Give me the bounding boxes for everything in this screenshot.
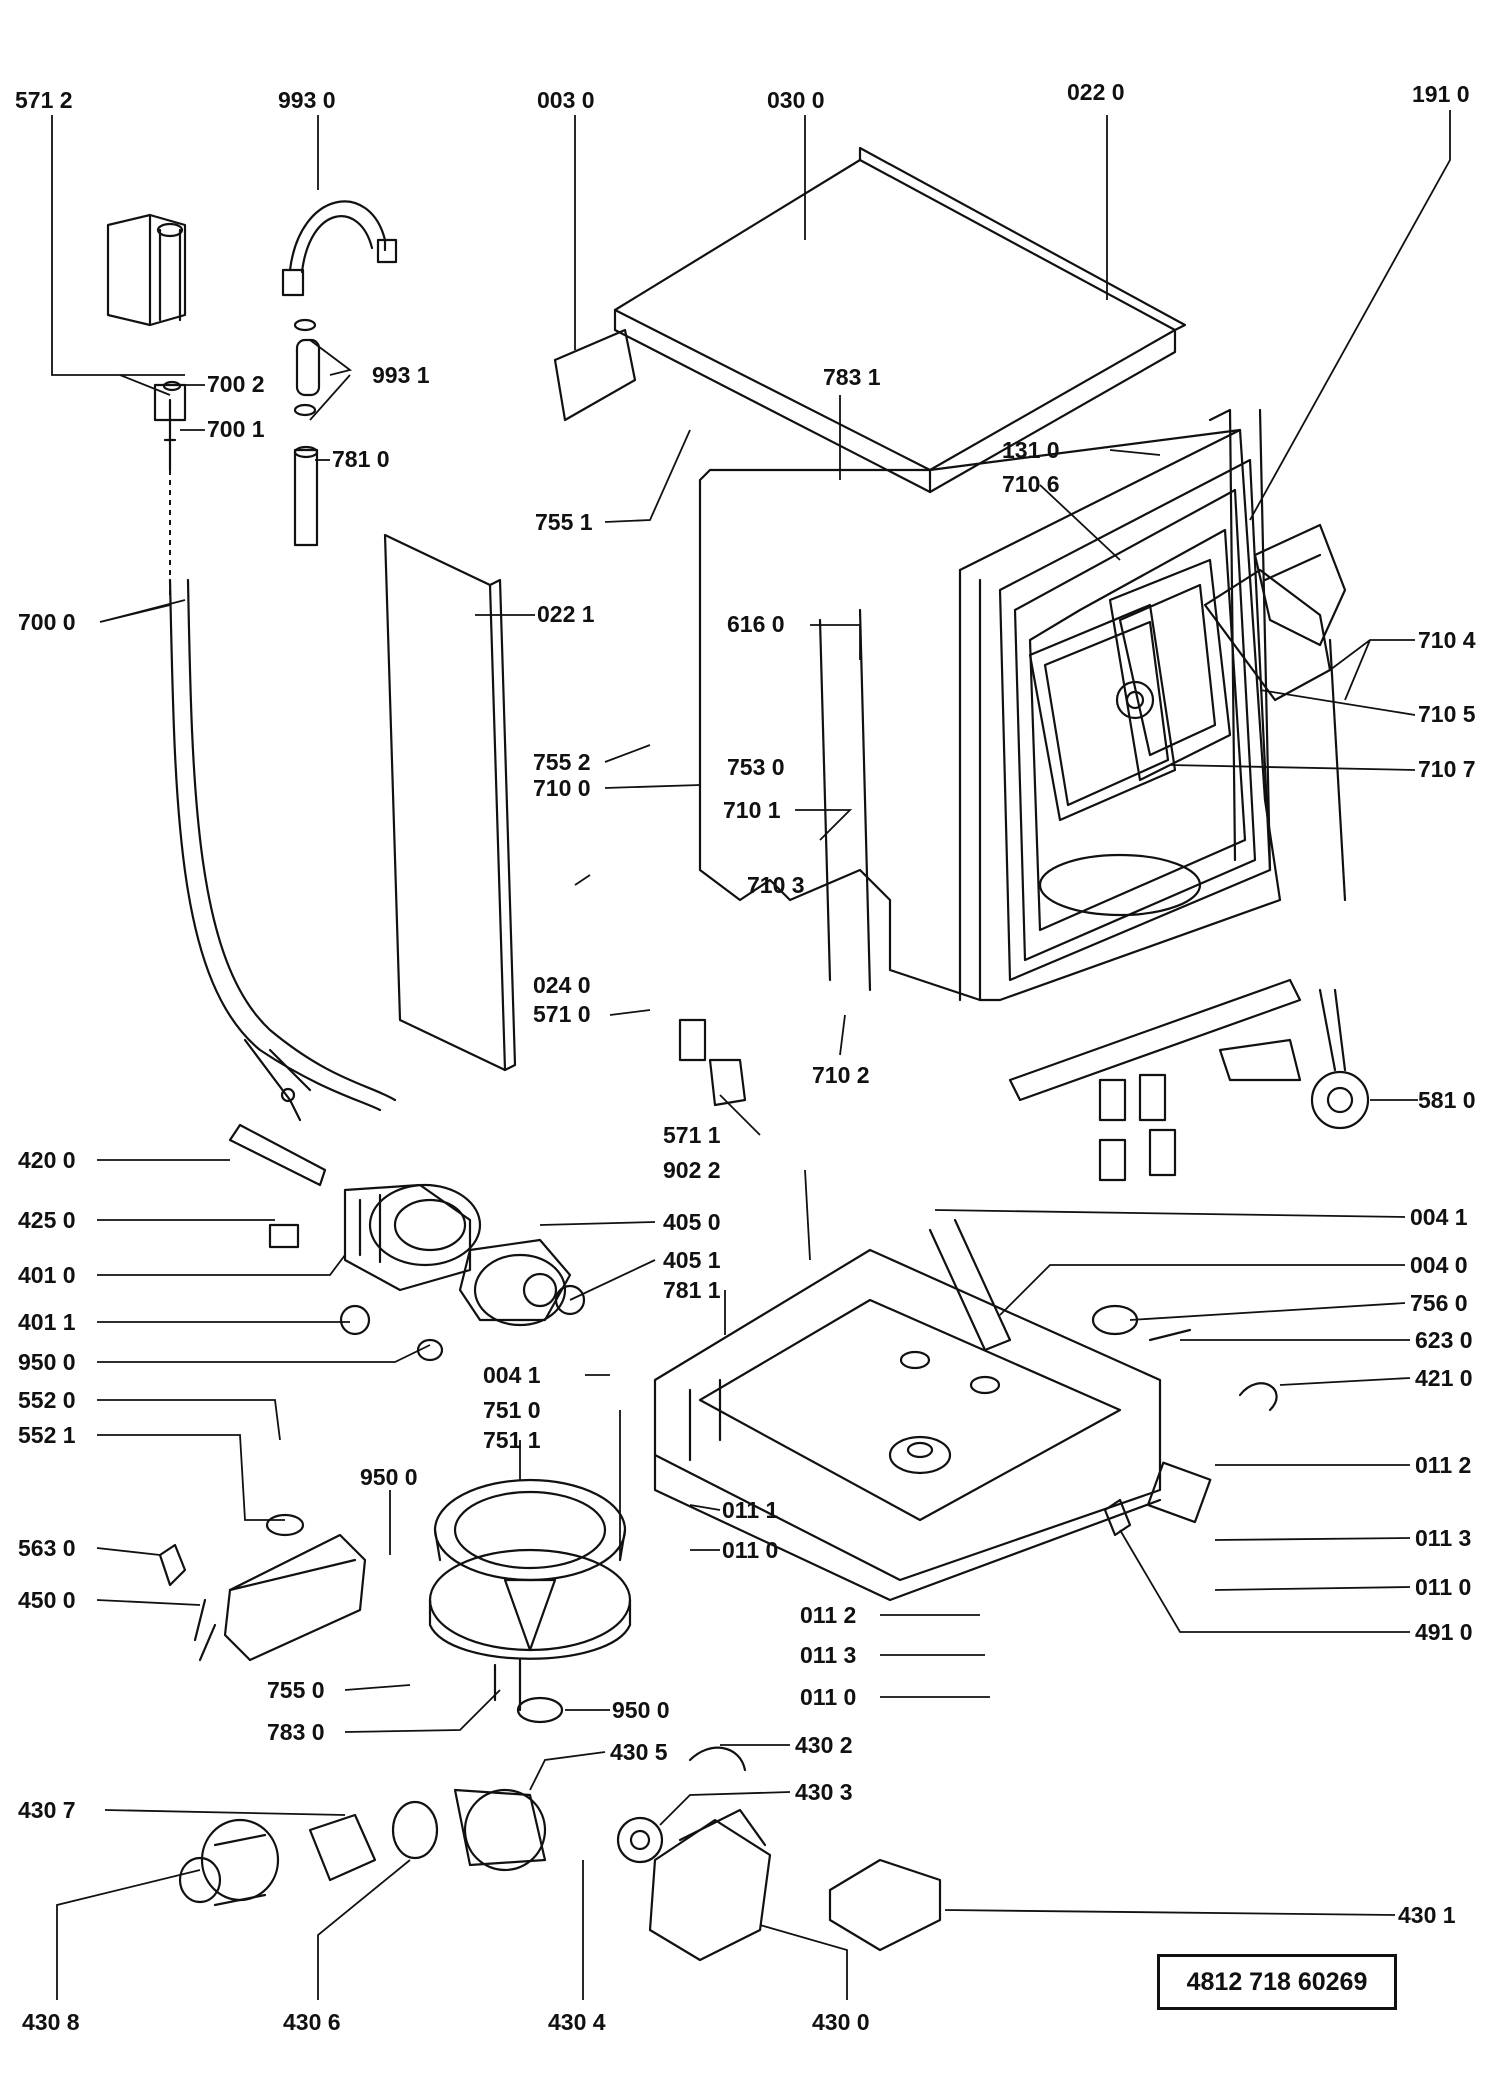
drain-housing-drawing <box>178 1788 547 1907</box>
part-label: 755 0 <box>267 1677 325 1703</box>
worktop-drawing <box>613 146 1187 494</box>
part-label: 011 0 <box>722 1537 778 1563</box>
part-label: 401 0 <box>18 1262 76 1288</box>
part-label: 993 1 <box>372 362 430 388</box>
pump-cover-drawing <box>828 1858 942 1952</box>
part-label: 756 0 <box>1410 1290 1468 1316</box>
part-label: 710 5 <box>1418 701 1476 727</box>
cabinet-drawing <box>698 408 1347 1002</box>
part-drawings <box>106 146 1370 1962</box>
dispenser-drawing <box>1203 523 1347 702</box>
part-label: 491 0 <box>1415 1619 1473 1645</box>
part-label: 003 0 <box>537 87 595 113</box>
part-label: 700 0 <box>18 609 76 635</box>
part-label: 950 0 <box>360 1464 418 1490</box>
part-label: 004 1 <box>1410 1204 1468 1230</box>
part-label: 700 1 <box>207 416 265 442</box>
part-label: 552 0 <box>18 1387 76 1413</box>
part-label: 024 0 <box>533 972 591 998</box>
drain-pump-drawing <box>616 1746 772 1962</box>
side-panel-drawing <box>383 533 517 1072</box>
base-tray-drawing <box>653 1218 1162 1602</box>
part-label: 011 3 <box>1415 1525 1471 1551</box>
part-labels: 571 2 993 0 003 0 030 0 022 0 191 0 700 … <box>15 79 1476 2035</box>
part-label: 700 2 <box>207 371 265 397</box>
part-label: 755 2 <box>533 749 591 775</box>
part-label: 950 0 <box>612 1697 670 1723</box>
part-label: 710 2 <box>812 1062 870 1088</box>
part-label: 011 1 <box>722 1497 778 1523</box>
filter-sump-drawing <box>428 1478 632 1724</box>
part-label: 710 7 <box>1418 756 1476 782</box>
part-label: 421 0 <box>1415 1365 1473 1391</box>
part-label: 430 7 <box>18 1797 76 1823</box>
part-label: 902 2 <box>663 1157 721 1183</box>
part-label: 004 0 <box>1410 1252 1468 1278</box>
drain-hose-drawing <box>281 200 398 547</box>
part-label: 022 1 <box>537 601 595 627</box>
part-label: 430 1 <box>1398 1902 1456 1928</box>
part-label: 571 2 <box>15 87 73 113</box>
part-label: 563 0 <box>18 1535 76 1561</box>
part-label: 751 1 <box>483 1427 541 1453</box>
part-label: 950 0 <box>18 1349 76 1375</box>
part-label: 783 1 <box>823 364 881 390</box>
part-label: 131 0 <box>1002 437 1060 463</box>
part-label: 993 0 <box>278 87 336 113</box>
part-label: 430 6 <box>283 2009 341 2035</box>
part-label: 623 0 <box>1415 1327 1473 1353</box>
part-label: 191 0 <box>1412 81 1470 107</box>
pump-motor-drawing <box>343 1183 586 1362</box>
part-label: 781 1 <box>663 1277 721 1303</box>
part-label: 011 2 <box>1415 1452 1471 1478</box>
part-label: 571 0 <box>533 1001 591 1027</box>
part-label: 581 0 <box>1418 1087 1476 1113</box>
part-label: 755 1 <box>535 509 593 535</box>
part-label: 004 1 <box>483 1362 541 1388</box>
inlet-hose-drawing <box>168 470 397 1122</box>
part-label: 401 1 <box>18 1309 76 1335</box>
part-label: 710 4 <box>1418 627 1476 653</box>
part-label: 751 0 <box>483 1397 541 1423</box>
part-label: 022 0 <box>1067 79 1125 105</box>
part-label: 420 0 <box>18 1147 76 1173</box>
hinge-bracket-drawing <box>553 328 637 422</box>
part-label: 011 0 <box>1415 1574 1471 1600</box>
part-label: 011 2 <box>800 1602 856 1628</box>
document-reference-number: 4812 718 60269 <box>1157 1954 1397 2010</box>
part-label: 011 0 <box>800 1684 856 1710</box>
part-label: 616 0 <box>727 611 785 637</box>
part-label: 430 5 <box>610 1739 668 1765</box>
part-label: 430 8 <box>22 2009 80 2035</box>
part-label: 430 3 <box>795 1779 853 1805</box>
part-label: 405 0 <box>663 1209 721 1235</box>
part-label: 425 0 <box>18 1207 76 1233</box>
part-label: 710 3 <box>747 872 805 898</box>
part-label: 710 1 <box>723 797 781 823</box>
part-label: 710 6 <box>1002 471 1060 497</box>
part-label: 030 0 <box>767 87 825 113</box>
part-label: 552 1 <box>18 1422 76 1448</box>
electrical-parts-drawing <box>228 978 1370 1537</box>
inlet-valve-drawing <box>106 213 187 472</box>
heater-housing-drawing <box>158 1513 367 1662</box>
part-label: 430 2 <box>795 1732 853 1758</box>
leader-lines <box>51 110 1451 2000</box>
part-label: 783 0 <box>267 1719 325 1745</box>
part-label: 781 0 <box>332 446 390 472</box>
heater-element-drawing <box>1028 558 1232 822</box>
part-label: 430 4 <box>548 2009 606 2035</box>
part-label: 710 0 <box>533 775 591 801</box>
part-label: 753 0 <box>727 754 785 780</box>
part-label: 571 1 <box>663 1122 721 1148</box>
part-label: 011 3 <box>800 1642 856 1668</box>
part-label: 430 0 <box>812 2009 870 2035</box>
part-label: 450 0 <box>18 1587 76 1613</box>
part-label: 405 1 <box>663 1247 721 1273</box>
